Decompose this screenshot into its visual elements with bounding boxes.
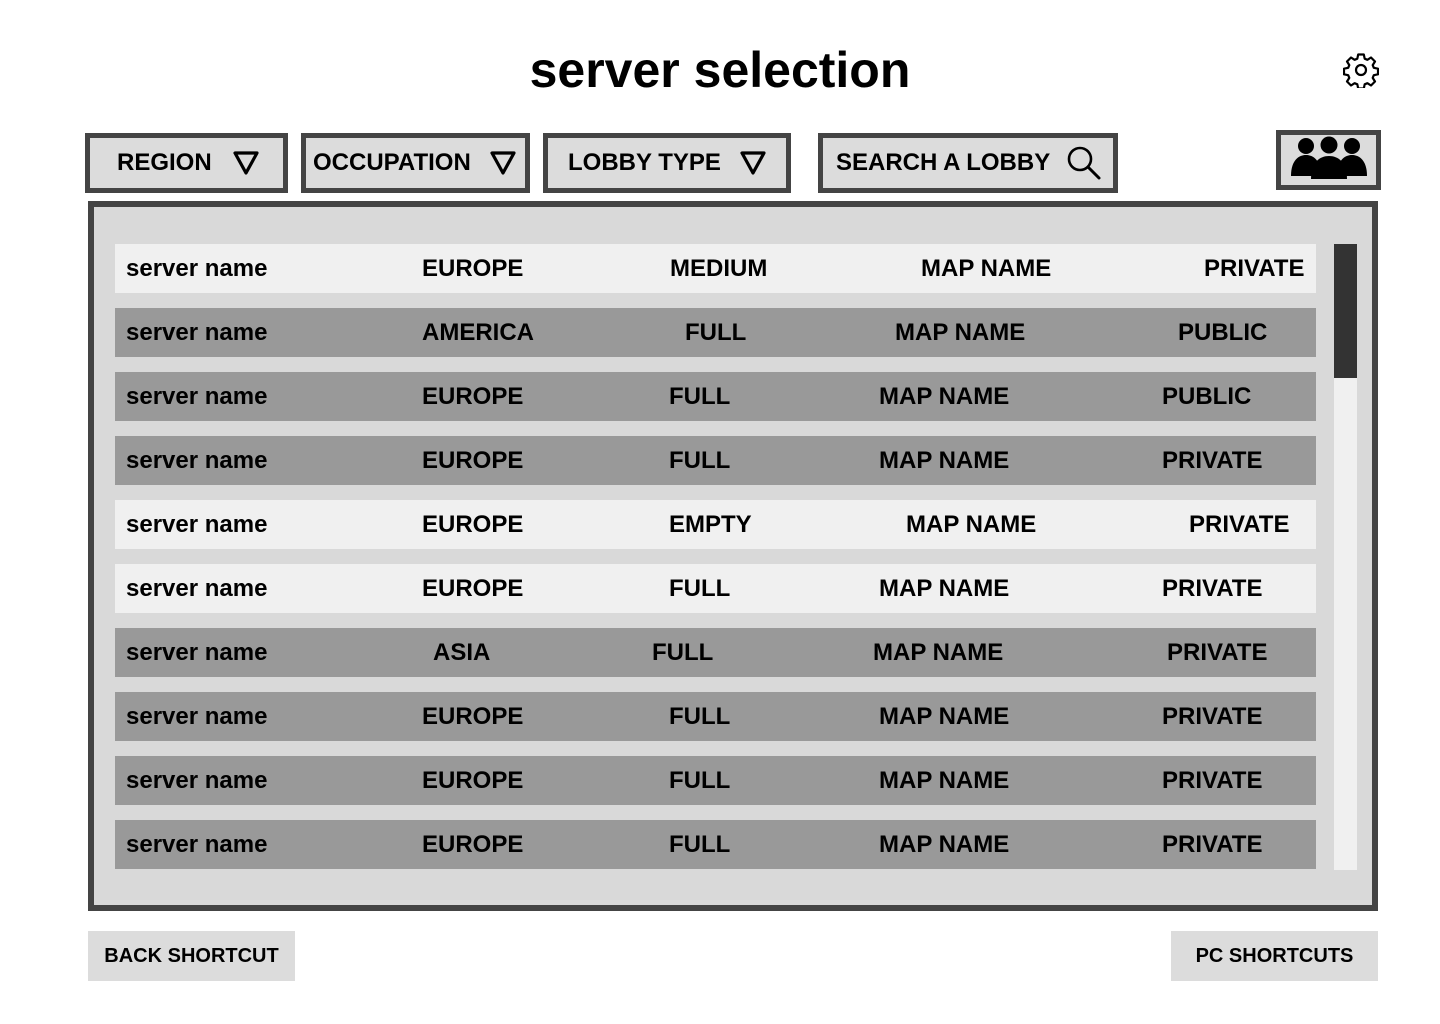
server-row[interactable]: server name EUROPE FULL MAP NAME PRIVATE [115, 820, 1316, 869]
server-map: MAP NAME [921, 255, 1052, 282]
scrollbar-thumb[interactable] [1334, 244, 1357, 378]
server-map: MAP NAME [879, 383, 1010, 410]
search-icon[interactable] [1066, 145, 1102, 181]
pc-shortcuts-button[interactable]: PC SHORTCUTS [1171, 931, 1378, 981]
server-name: server name [126, 639, 268, 666]
server-map: MAP NAME [879, 447, 1010, 474]
server-name: server name [126, 831, 268, 858]
server-row[interactable]: server name EUROPE FULL MAP NAME PRIVATE [115, 692, 1316, 741]
server-name: server name [126, 255, 268, 282]
server-type: PRIVATE [1162, 703, 1263, 730]
server-type: PRIVATE [1162, 831, 1263, 858]
server-name: server name [126, 383, 268, 410]
server-map: MAP NAME [879, 767, 1010, 794]
gear-icon[interactable] [1342, 52, 1380, 90]
server-type: PRIVATE [1162, 575, 1263, 602]
server-name: server name [126, 767, 268, 794]
server-type: PRIVATE [1162, 767, 1263, 794]
server-occupation: FULL [669, 831, 731, 858]
lobby-type-dropdown-label: LOBBY TYPE [568, 149, 721, 176]
server-name: server name [126, 511, 268, 538]
server-occupation: FULL [669, 703, 731, 730]
server-row[interactable]: server name AMERICA FULL MAP NAME PUBLIC [115, 308, 1316, 357]
server-occupation: EMPTY [669, 511, 752, 538]
server-occupation: FULL [685, 319, 747, 346]
server-name: server name [126, 703, 268, 730]
server-type: PRIVATE [1162, 447, 1263, 474]
server-row[interactable]: server name EUROPE FULL MAP NAME PRIVATE [115, 564, 1316, 613]
server-row[interactable]: server name EUROPE FULL MAP NAME PRIVATE [115, 756, 1316, 805]
server-map: MAP NAME [879, 703, 1010, 730]
triangle-down-icon [232, 150, 260, 176]
page-title: server selection [529, 42, 911, 98]
server-region: EUROPE [422, 383, 524, 410]
group-icon [1289, 136, 1369, 185]
server-type: PRIVATE [1189, 511, 1290, 538]
server-region: EUROPE [422, 255, 524, 282]
server-row[interactable]: server name EUROPE EMPTY MAP NAME PRIVATE [115, 500, 1316, 549]
server-region: EUROPE [422, 575, 524, 602]
server-occupation: FULL [669, 575, 731, 602]
server-name: server name [126, 447, 268, 474]
occupation-dropdown[interactable]: OCCUPATION [301, 133, 530, 193]
server-occupation: MEDIUM [670, 255, 768, 282]
server-region: EUROPE [422, 447, 524, 474]
server-row[interactable]: server name ASIA FULL MAP NAME PRIVATE [115, 628, 1316, 677]
server-map: MAP NAME [879, 575, 1010, 602]
lobby-search-input[interactable]: SEARCH A LOBBY [818, 133, 1118, 193]
server-map: MAP NAME [895, 319, 1026, 346]
server-occupation: FULL [669, 383, 731, 410]
server-occupation: FULL [669, 447, 731, 474]
lobby-search-label: SEARCH A LOBBY [836, 149, 1051, 176]
lobby-type-dropdown[interactable]: LOBBY TYPE [543, 133, 791, 193]
server-type: PUBLIC [1178, 319, 1268, 346]
server-row[interactable]: server name EUROPE MEDIUM MAP NAME PRIVATE [115, 244, 1316, 293]
scrollbar-track[interactable] [1334, 244, 1357, 870]
server-row[interactable]: server name EUROPE FULL MAP NAME PRIVATE [115, 436, 1316, 485]
server-region: EUROPE [422, 767, 524, 794]
server-type: PRIVATE [1167, 639, 1268, 666]
server-map: MAP NAME [873, 639, 1004, 666]
server-region: EUROPE [422, 703, 524, 730]
server-region: AMERICA [422, 319, 534, 346]
back-shortcut-button[interactable]: BACK SHORTCUT [88, 931, 295, 981]
server-map: MAP NAME [906, 511, 1037, 538]
server-occupation: FULL [652, 639, 714, 666]
server-type: PUBLIC [1162, 383, 1252, 410]
triangle-down-icon [489, 150, 517, 176]
server-region: EUROPE [422, 511, 524, 538]
server-occupation: FULL [669, 767, 731, 794]
party-button[interactable] [1276, 130, 1381, 190]
occupation-dropdown-label: OCCUPATION [313, 149, 471, 176]
server-name: server name [126, 575, 268, 602]
server-type: PRIVATE [1204, 255, 1305, 282]
server-region: ASIA [433, 639, 491, 666]
region-dropdown[interactable]: REGION [85, 133, 288, 193]
server-region: EUROPE [422, 831, 524, 858]
region-dropdown-label: REGION [117, 149, 212, 176]
server-row[interactable]: server name EUROPE FULL MAP NAME PUBLIC [115, 372, 1316, 421]
server-map: MAP NAME [879, 831, 1010, 858]
triangle-down-icon [739, 150, 767, 176]
server-name: server name [126, 319, 268, 346]
